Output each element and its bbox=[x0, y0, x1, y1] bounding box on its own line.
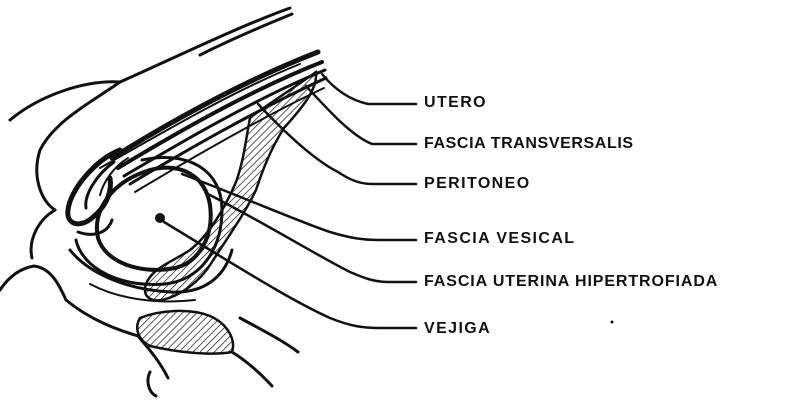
label-peritoneo: PERITONEO bbox=[424, 176, 531, 192]
label-fascia-vesical: FASCIA VESICAL bbox=[424, 231, 575, 247]
stray-dot bbox=[611, 321, 614, 324]
label-vejiga: VEJIGA bbox=[424, 321, 491, 337]
label-fascia-transversalis: FASCIA TRANSVERSALIS bbox=[424, 136, 634, 152]
uterine-fascia-hatched bbox=[137, 72, 316, 354]
label-utero: UTERO bbox=[424, 95, 487, 111]
label-fascia-uterina-hipertrofiada: FASCIA UTERINA HIPERTROFIADA bbox=[424, 274, 718, 290]
wall-layers bbox=[100, 52, 326, 192]
